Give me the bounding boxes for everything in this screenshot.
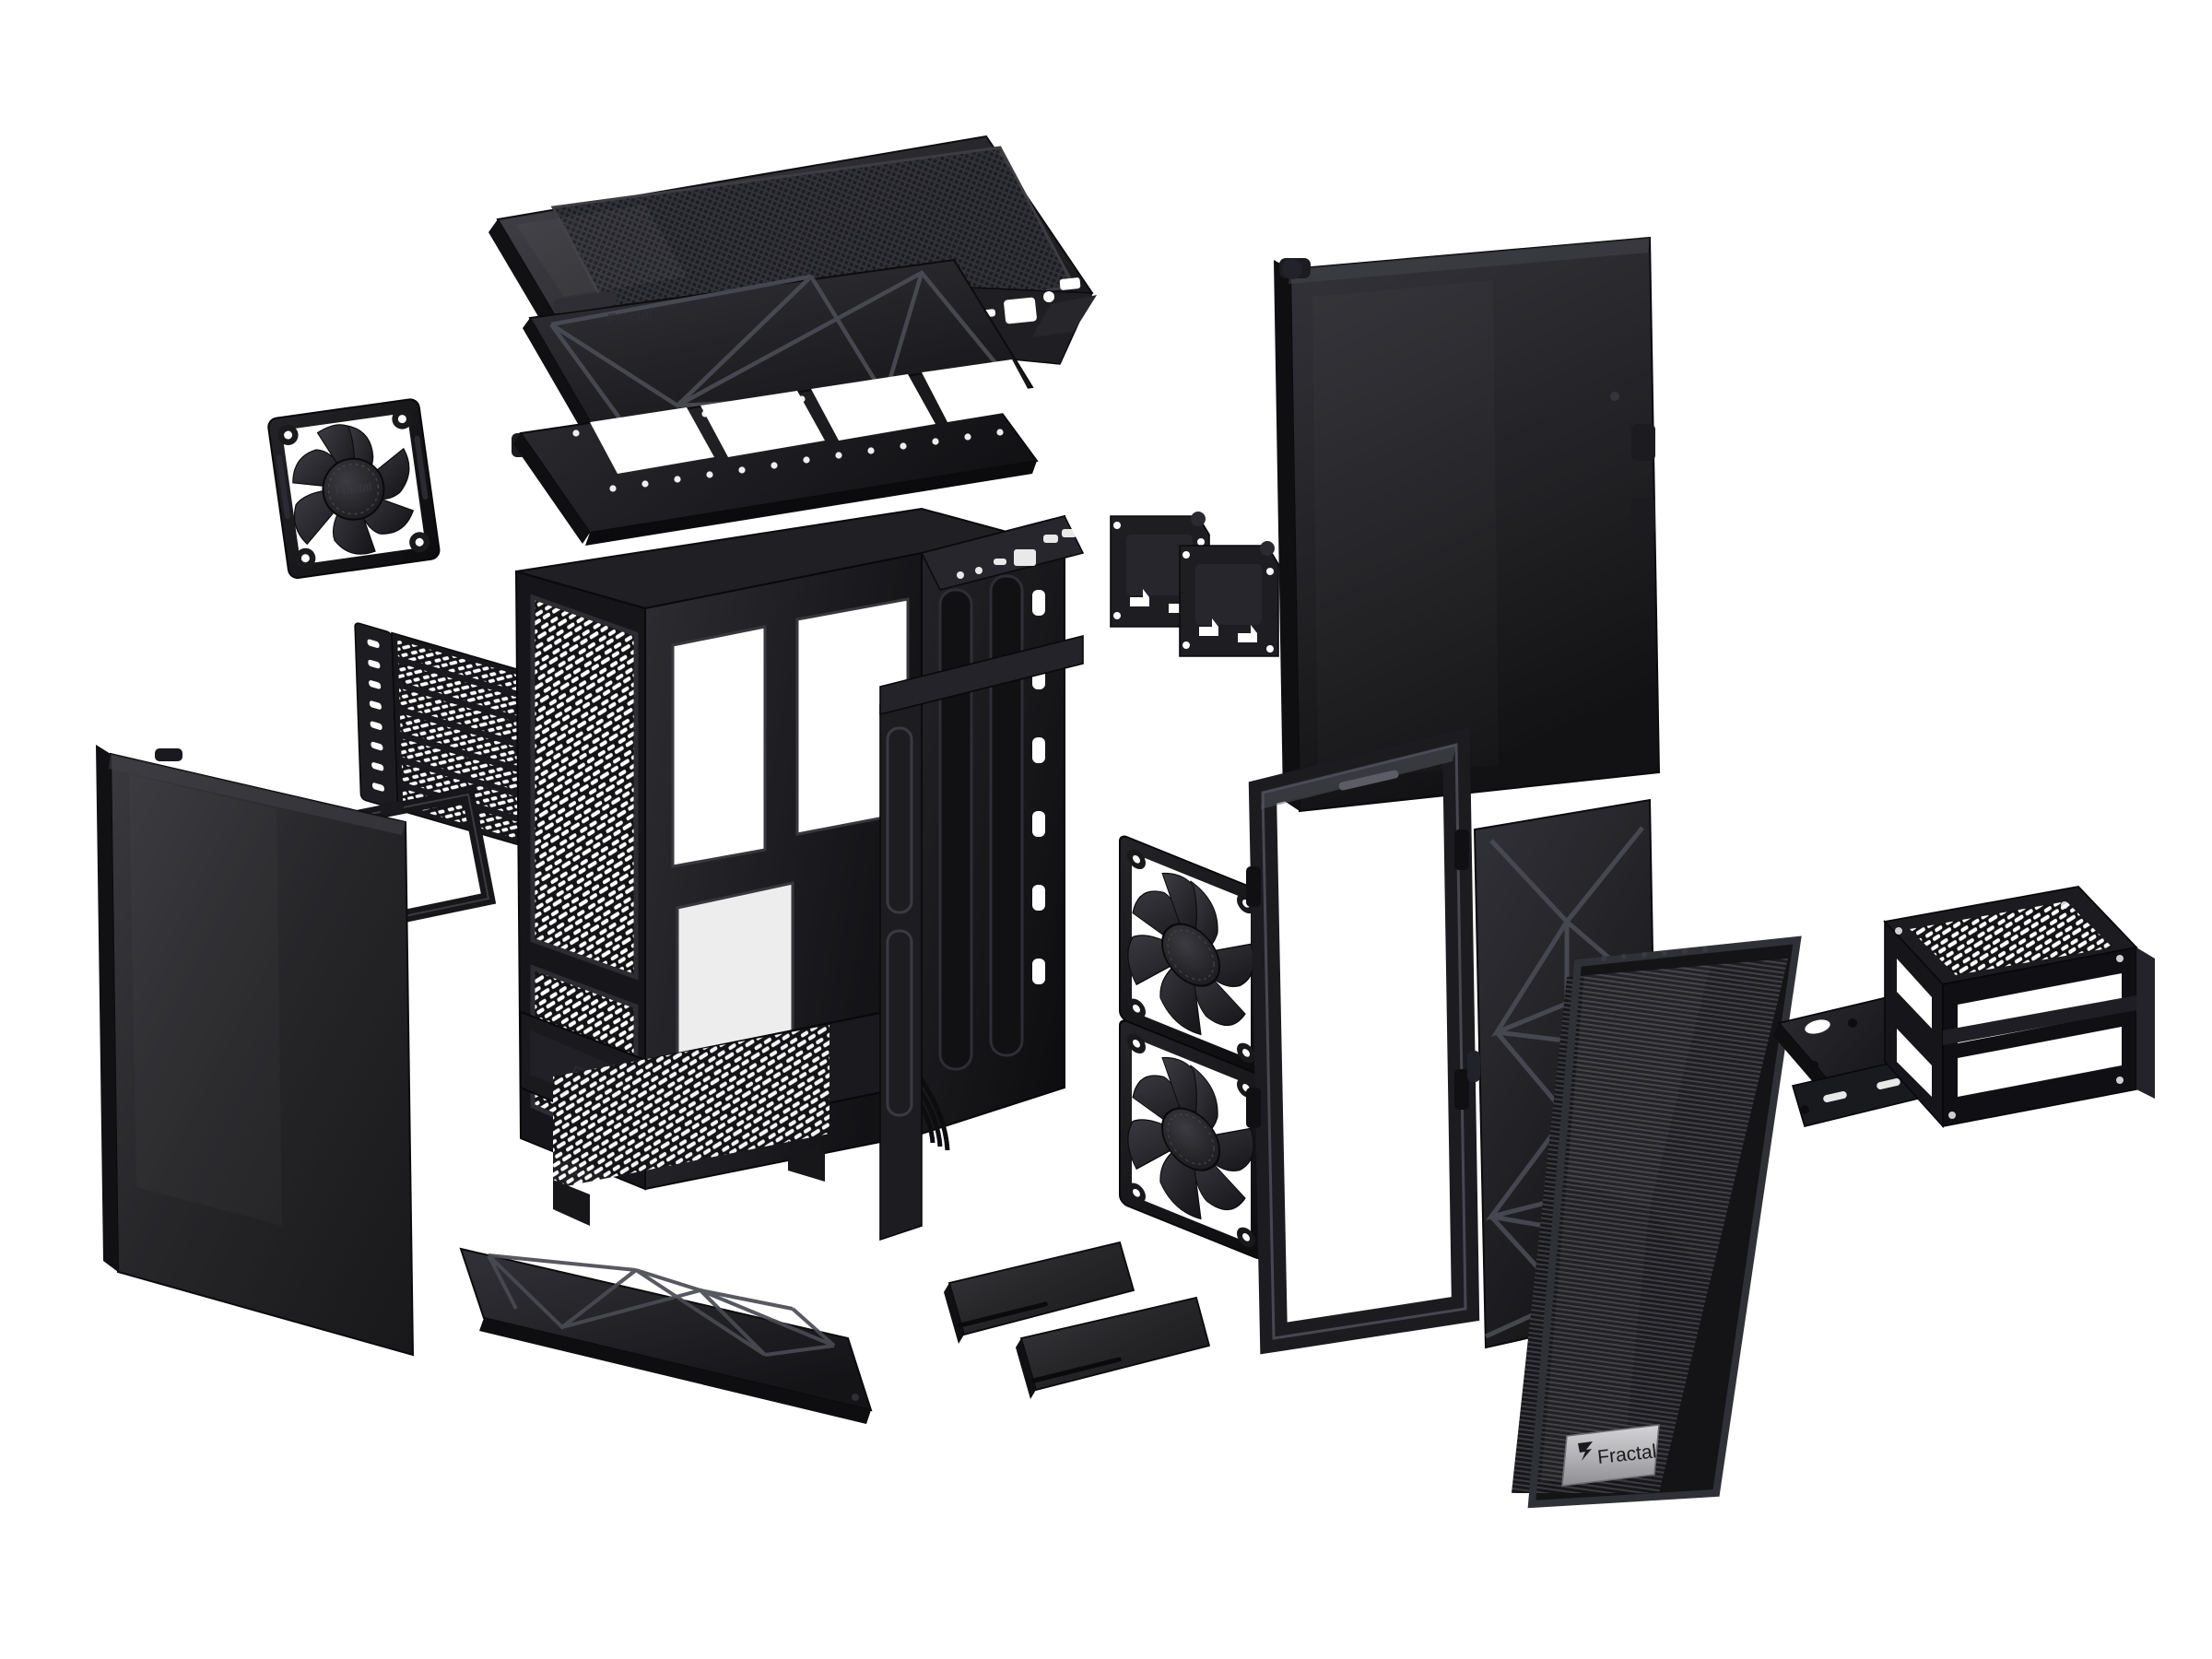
part-rear-fan-120: Fractal: [267, 398, 441, 580]
fan-blades: [1127, 872, 1254, 1036]
part-right-side-panel: [1274, 236, 1661, 813]
brand-badge-front-panel: Fractal: [1561, 1424, 1660, 1487]
part-psu-cover-plate-a: [944, 1241, 1135, 1344]
fan-bracket-cutouts: [590, 359, 1038, 474]
part-top-fan-bracket: [513, 359, 1039, 546]
part-front-fan-upper: [1119, 835, 1264, 1076]
part-hdd-cage: [1883, 886, 2155, 1129]
part-left-side-panel: [96, 745, 415, 1357]
part-bottom-dust-filter: [459, 1247, 873, 1424]
part-front-fan-lower: [1119, 1019, 1264, 1260]
part-front-bezel-frame: [1246, 726, 1480, 1355]
brand-emboss-fan-hub: Fractal: [335, 479, 373, 498]
part-psu-cover-plate-b: [1016, 1296, 1211, 1399]
brand-emboss-top-filter: Fractal: [606, 306, 653, 328]
part-main-chassis: Fractal: [514, 507, 1085, 1241]
fan-bracket-screw-holes: [572, 372, 1004, 492]
triangle-web-pattern: [487, 1253, 836, 1357]
part-ssd-bracket-b: [1179, 541, 1279, 657]
